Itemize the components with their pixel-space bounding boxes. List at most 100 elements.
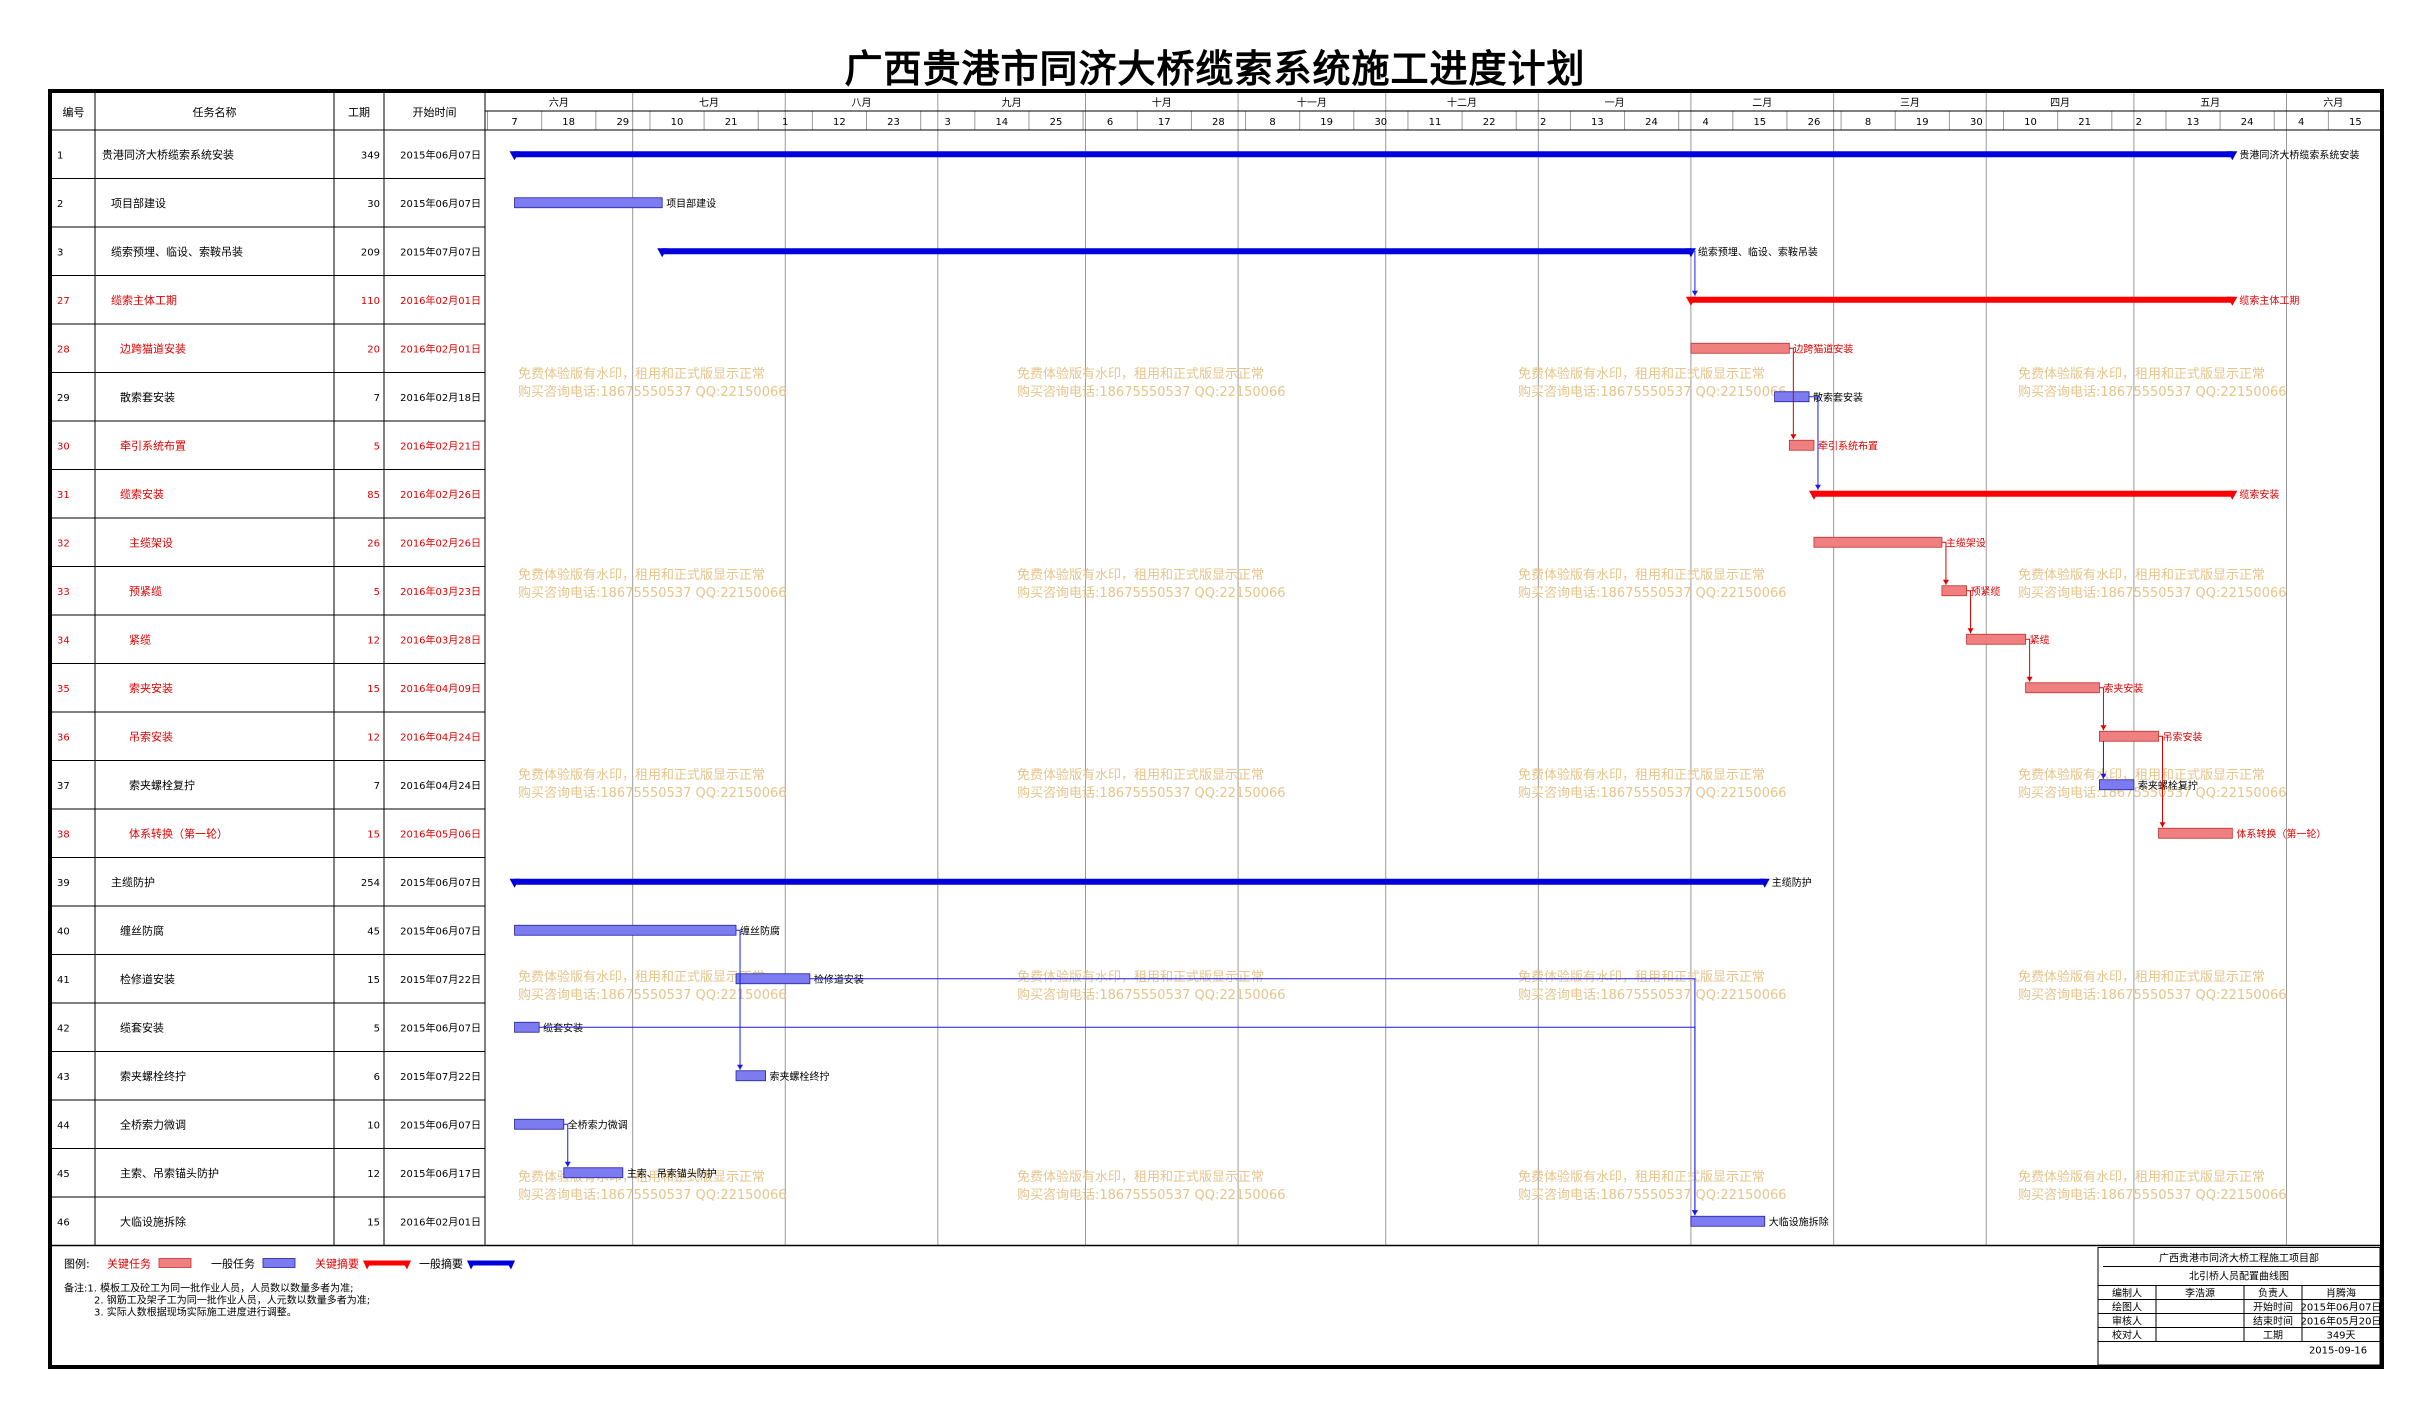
task-bar — [514, 924, 737, 936]
task-id: 31 — [57, 490, 70, 501]
gantt-chart: 编号任务名称工期开始时间六月七月八月九月十月十一月十二月一月二月三月四月五月六月… — [52, 93, 2380, 1365]
tick-label: 17 — [1158, 117, 1171, 128]
dependency-link — [2099, 687, 2104, 731]
task-bar — [1774, 391, 1810, 403]
chart-frame: 编号任务名称工期开始时间六月七月八月九月十月十一月十二月一月二月三月四月五月六月… — [48, 89, 2384, 1369]
legend-item-label: 关键任务 — [107, 1257, 151, 1271]
task-bar — [1690, 1215, 1766, 1227]
tick-label: 14 — [995, 117, 1008, 128]
info-cell: 2015年06月07日 — [2301, 1301, 2380, 1314]
tick-label: 15 — [1753, 117, 1766, 128]
watermark-text: 购买咨询电话:18675550537 QQ:22150066 — [1518, 785, 1787, 801]
bar-label: 索夹螺栓复拧 — [2138, 779, 2198, 792]
bar-label: 体系转换（第一轮） — [2236, 827, 2326, 840]
task-duration: 7 — [374, 781, 380, 792]
bar-label: 边跨猫道安装 — [1793, 342, 1853, 355]
task-id: 33 — [57, 587, 70, 598]
task-bar — [735, 973, 811, 985]
bar-label: 主缆架设 — [1946, 536, 1986, 549]
tick-label: 13 — [1591, 117, 1604, 128]
task-name: 主缆架设 — [129, 536, 173, 549]
dependency-arrowhead — [1942, 579, 1949, 585]
task-id: 27 — [57, 296, 70, 307]
task-duration: 110 — [361, 296, 380, 307]
month-label: 一月 — [1605, 97, 1625, 109]
info-cell: 开始时间 — [2253, 1301, 2293, 1314]
task-name: 缆套安装 — [120, 1020, 164, 1034]
watermark-text: 购买咨询电话:18675550537 QQ:22150066 — [1017, 785, 1286, 801]
task-bar — [514, 1021, 540, 1033]
tick-label: 24 — [2241, 117, 2254, 128]
tick-label: 25 — [1050, 117, 1063, 128]
watermark-text: 免费体验版有水印，租用和正式版显示正常 — [2018, 567, 2265, 583]
task-bar — [514, 1118, 565, 1130]
task-bar — [1966, 633, 2027, 645]
dependency-link — [2158, 735, 2164, 828]
task-start: 2015年06月07日 — [400, 1021, 481, 1034]
month-label: 九月 — [1002, 97, 1022, 109]
dependency-arrowhead — [564, 1161, 571, 1167]
tick-label: 11 — [1429, 117, 1442, 128]
task-start: 2016年02月01日 — [400, 342, 481, 355]
task-id: 3 — [57, 247, 63, 258]
task-duration: 12 — [367, 635, 380, 646]
summary-bar — [1690, 296, 2233, 303]
bar-label: 索夹螺栓终拧 — [770, 1070, 830, 1083]
legend-swatch-marker — [506, 1260, 515, 1270]
task-start: 2015年07月22日 — [400, 1070, 481, 1083]
month-label: 六月 — [2323, 97, 2343, 109]
month-label: 六月 — [549, 97, 569, 109]
task-start: 2016年02月01日 — [400, 294, 481, 307]
tick-label: 29 — [616, 117, 629, 128]
tick-label: 2 — [1540, 117, 1546, 128]
watermark-text: 免费体验版有水印，租用和正式版显示正常 — [2018, 767, 2265, 783]
watermark-text: 免费体验版有水印，租用和正式版显示正常 — [518, 767, 765, 783]
task-start: 2016年02月18日 — [400, 391, 481, 404]
task-duration: 15 — [367, 829, 380, 840]
legend-swatch — [471, 1260, 511, 1266]
bar-label: 大临设施拆除 — [1769, 1215, 1829, 1228]
watermark-text: 免费体验版有水印，租用和正式版显示正常 — [1017, 767, 1264, 783]
task-id: 2 — [57, 199, 63, 210]
watermark-text: 购买咨询电话:18675550537 QQ:22150066 — [518, 585, 787, 601]
month-label: 七月 — [699, 97, 719, 109]
tick-label: 21 — [2078, 117, 2091, 128]
summary-bar-start-marker — [509, 151, 520, 161]
task-name: 缆索安装 — [120, 487, 164, 501]
watermark-text: 免费体验版有水印，租用和正式版显示正常 — [1518, 969, 1765, 985]
task-bar — [1690, 342, 1790, 354]
tick-label: 30 — [1970, 117, 1983, 128]
dependency-arrowhead — [2159, 822, 2166, 828]
task-name: 全桥索力微调 — [120, 1117, 186, 1131]
task-id: 34 — [57, 635, 70, 646]
dependency-link — [2025, 638, 2031, 682]
task-duration: 85 — [367, 490, 380, 501]
tick-label: 28 — [1212, 117, 1225, 128]
watermark-text: 免费体验版有水印，租用和正式版显示正常 — [518, 969, 765, 985]
info-cell: 349天 — [2326, 1331, 2355, 1342]
task-start: 2016年04月09日 — [400, 682, 481, 695]
bar-label: 主缆防护 — [1772, 876, 1812, 889]
dependency-arrowhead — [1790, 434, 1797, 440]
info-date: 2015-09-16 — [2309, 1346, 2367, 1357]
task-duration: 15 — [367, 975, 380, 986]
task-name: 大临设施拆除 — [120, 1214, 186, 1228]
watermark-text: 购买咨询电话:18675550537 QQ:22150066 — [1017, 585, 1286, 601]
dependency-link — [1941, 541, 1947, 585]
task-id: 40 — [57, 926, 70, 937]
watermark-text: 购买咨询电话:18675550537 QQ:22150066 — [1518, 1187, 1787, 1203]
task-name: 体系转换（第一轮） — [129, 826, 228, 840]
task-start: 2016年03月23日 — [400, 585, 481, 598]
info-cell: 绘图人 — [2112, 1301, 2142, 1314]
legend-label: 图例: — [64, 1257, 90, 1271]
task-duration: 5 — [374, 1023, 380, 1034]
dependency-link — [1966, 590, 1972, 634]
note-line: 2. 钢筋工及架子工为同一批作业人员，人元数以数量多者为准; — [94, 1294, 370, 1307]
task-bar — [2099, 730, 2159, 742]
note-line: 备注:1. 模板工及砼工为同一批作业人员，人员数以数量多者为准; — [64, 1282, 353, 1295]
month-label: 八月 — [852, 97, 872, 109]
task-name: 检修道安装 — [120, 972, 175, 986]
summary-bar — [662, 248, 1691, 255]
tick-label: 10 — [671, 117, 684, 128]
legend-item-label: 关键摘要 — [315, 1257, 359, 1271]
